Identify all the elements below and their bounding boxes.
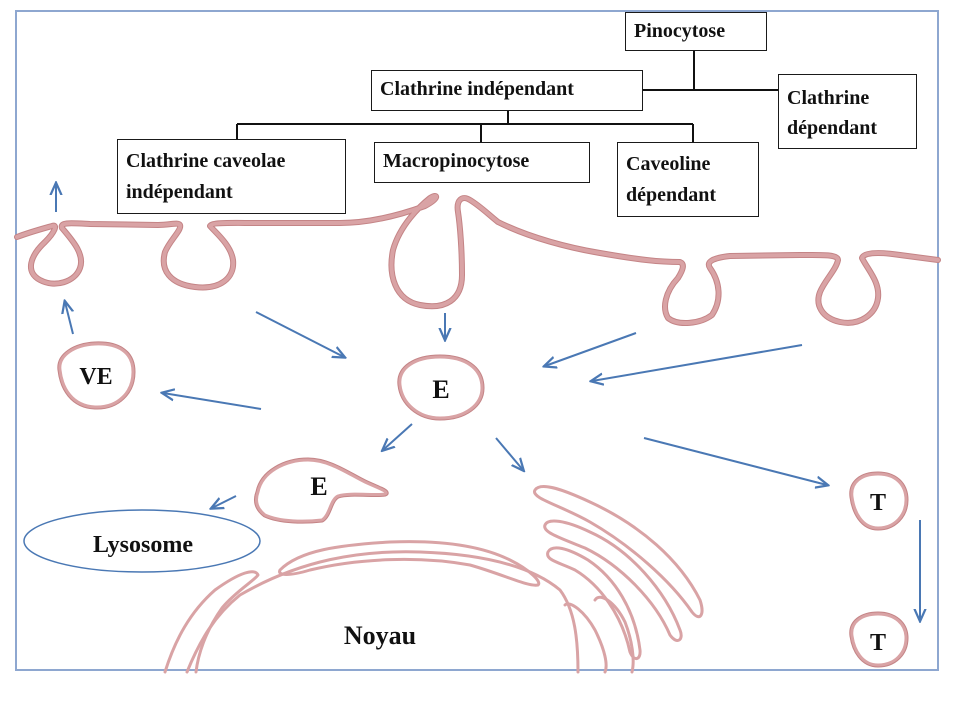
- arrow-endosome-to-ve: [163, 393, 262, 410]
- node-clathrine-independant: Clathrine indépendant: [371, 70, 643, 111]
- plasma-membrane-path: [15, 194, 940, 325]
- golgi-cisterna-2: [543, 519, 683, 642]
- label-endosome-late: E: [310, 472, 327, 501]
- node-caveoline-line2: dépendant: [626, 184, 717, 206]
- node-macropinocytose-label: Macropinocytose: [383, 150, 530, 172]
- nuclear-envelope-inner: [185, 550, 580, 674]
- node-cci-line2: indépendant: [126, 181, 233, 203]
- label-transport-bottom: T: [870, 630, 886, 656]
- arrow-endosome-to-late-endosome: [383, 423, 413, 450]
- ve-vesicle: [58, 342, 135, 409]
- node-clathrine-dependant: Clathrine dépendant: [778, 74, 917, 149]
- arrow-caveola2-to-endosome: [592, 344, 803, 381]
- nucleus-and-organelles: [163, 485, 704, 674]
- label-transport-top: T: [870, 490, 886, 516]
- vesicles: [57, 341, 909, 668]
- endosome-early: [398, 355, 484, 420]
- nuclear-envelope-outer: [163, 570, 260, 674]
- node-macropinocytose: Macropinocytose: [374, 142, 590, 183]
- golgi-cisterna-5: [593, 595, 635, 674]
- label-endosome-early: E: [432, 375, 449, 404]
- transport-vesicle-bottom: [850, 612, 908, 667]
- transport-vesicle-top: [850, 472, 908, 530]
- node-caveoline-dependant: Caveoline dépendant: [617, 142, 759, 217]
- tree-connectors: [236, 50, 778, 142]
- golgi-cisterna-3: [546, 546, 642, 660]
- plasma-membrane-path-edge: [14, 193, 941, 326]
- endosome-late: [255, 458, 388, 523]
- node-clathrine-dependant-line1: Clathrine: [787, 87, 870, 109]
- node-clathrine-dependant-line2: dépendant: [787, 117, 878, 139]
- plasma-membrane: [14, 193, 941, 326]
- er-cisterna: [278, 540, 541, 587]
- node-clathrine-independant-label: Clathrine indépendant: [380, 78, 574, 100]
- lysosome: [23, 509, 261, 573]
- node-caveoline-line1: Caveoline: [626, 153, 711, 175]
- arrow-caveola1-to-endosome: [545, 332, 637, 366]
- node-clathrine-caveolae-independant: Clathrine caveolae indépendant: [117, 139, 346, 214]
- label-nucleus: Noyau: [344, 621, 416, 650]
- arrow-to-transport-vesicle: [643, 437, 827, 485]
- arrows: [56, 184, 920, 620]
- node-pinocytose-label: Pinocytose: [634, 20, 726, 42]
- arrow-late-endosome-to-lysosome: [212, 495, 237, 508]
- golgi-cisterna-4: [563, 602, 608, 674]
- arrow-ve-to-membrane: [65, 302, 73, 335]
- label-lysosome: Lysosome: [93, 532, 193, 558]
- arrow-endosome-to-golgi: [495, 437, 523, 470]
- node-cci-line1: Clathrine caveolae: [126, 150, 286, 172]
- label-ve: VE: [79, 364, 112, 390]
- arrow-vesicle-to-endosome: [255, 311, 344, 357]
- node-pinocytose: Pinocytose: [625, 12, 767, 51]
- golgi-cisterna-1: [533, 485, 704, 619]
